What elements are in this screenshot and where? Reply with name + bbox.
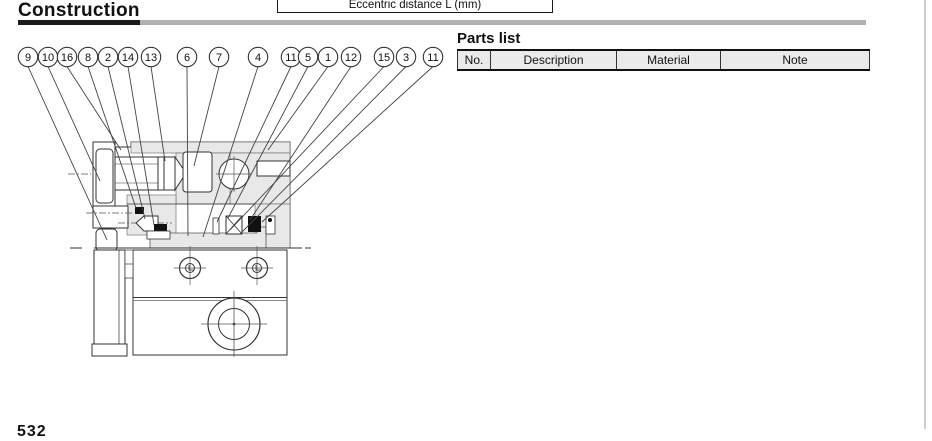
callout-circle-1 — [317, 46, 339, 68]
callout-14: 14 — [117, 46, 139, 68]
eccentric-distance-box: Eccentric distance L (mm) — [277, 0, 553, 13]
socket-screw-left — [174, 246, 206, 285]
callout-16: 16 — [56, 46, 78, 68]
heading-rule-black — [18, 20, 140, 25]
leader-line-1 — [267, 66, 329, 151]
callout-15: 15 — [373, 46, 395, 68]
bottom-view — [91, 246, 288, 357]
callout-1: 1 — [317, 46, 339, 68]
leader-line-10 — [47, 66, 101, 182]
callout-number-14: 14 — [122, 52, 134, 64]
eccentric-distance-label: Eccentric distance L (mm) — [348, 0, 482, 11]
callout-bubbles: 9 10 16 8 2 14 13 6 7 4 11 5 1 12 15 3 11 — [17, 46, 444, 68]
port-circle — [201, 291, 267, 357]
callout-circle-7 — [208, 46, 230, 68]
callout-circle-16 — [56, 46, 78, 68]
callout-8: 8 — [77, 46, 99, 68]
parts-table-header-row: No. Description Material Note — [457, 50, 870, 71]
callout-number-2: 2 — [105, 52, 111, 64]
callout-number-7: 7 — [216, 52, 222, 64]
callout-number-12: 12 — [345, 52, 357, 64]
leader-line-12 — [249, 66, 352, 221]
callout-circle-6 — [176, 46, 198, 68]
leader-line-15 — [229, 66, 385, 231]
callout-2: 2 — [97, 46, 119, 68]
leader-line-8 — [87, 66, 137, 209]
callout-4: 4 — [247, 46, 269, 68]
callout-circle-10 — [37, 46, 59, 68]
callout-circle-2 — [97, 46, 119, 68]
callout-11: 11 — [422, 46, 444, 68]
callout-number-4: 4 — [255, 52, 261, 64]
callout-circle-13 — [140, 46, 162, 68]
callout-6: 6 — [176, 46, 198, 68]
leader-line-5 — [227, 66, 309, 219]
callout-number-3: 3 — [403, 52, 409, 64]
page-title: Construction — [18, 0, 140, 21]
parts-list-section: Parts list No. Description Material Note — [457, 30, 870, 71]
cross-section-view — [68, 141, 311, 252]
callout-circle-9 — [17, 46, 39, 68]
callout-circle-11 — [422, 46, 444, 68]
page-number: 532 — [17, 423, 47, 440]
callout-circle-14 — [117, 46, 139, 68]
page-edge-line — [924, 0, 926, 429]
callout-circle-5 — [297, 46, 319, 68]
callout-7: 7 — [208, 46, 230, 68]
leader-line-11 — [216, 66, 292, 223]
callout-number-10: 10 — [42, 52, 54, 64]
leader-lines — [27, 66, 434, 241]
callout-number-11: 11 — [427, 52, 438, 64]
callout-number-1: 1 — [325, 52, 331, 64]
col-header-note: Note — [720, 50, 870, 71]
callout-number-16: 16 — [61, 52, 73, 64]
leader-line-11 — [261, 66, 434, 223]
leader-line-7 — [193, 66, 220, 167]
callout-circle-3 — [395, 46, 417, 68]
callout-circle-15 — [373, 46, 395, 68]
col-header-material: Material — [616, 50, 721, 71]
callout-number-6: 6 — [184, 52, 190, 64]
callout-circle-12 — [340, 46, 362, 68]
leader-line-14 — [127, 66, 155, 226]
callout-circle-8 — [77, 46, 99, 68]
col-header-description: Description — [490, 50, 617, 71]
socket-screw-right — [241, 246, 273, 285]
leader-line-2 — [107, 66, 146, 220]
leader-line-16 — [66, 66, 122, 151]
parts-table: No. Description Material Note — [457, 49, 870, 71]
callout-number-5: 5 — [305, 52, 311, 64]
leader-line-3 — [239, 66, 407, 235]
callout-number-8: 8 — [85, 52, 91, 64]
callout-11: 11 — [280, 46, 302, 68]
leader-line-4 — [202, 66, 259, 238]
callout-number-9: 9 — [25, 52, 31, 64]
callout-12: 12 — [340, 46, 362, 68]
callout-10: 10 — [37, 46, 59, 68]
callout-number-11: 11 — [285, 52, 296, 64]
callout-9: 9 — [17, 46, 39, 68]
callout-number-15: 15 — [378, 52, 390, 64]
callout-circle-11 — [280, 46, 302, 68]
parts-list-title: Parts list — [457, 30, 521, 47]
leader-line-13 — [150, 66, 166, 162]
leader-line-6 — [186, 66, 189, 237]
leader-line-9 — [27, 66, 108, 241]
callout-number-13: 13 — [145, 52, 157, 64]
callout-3: 3 — [395, 46, 417, 68]
callout-13: 13 — [140, 46, 162, 68]
col-header-no: No. — [457, 50, 491, 71]
callout-5: 5 — [297, 46, 319, 68]
callout-circle-4 — [247, 46, 269, 68]
heading-rule-gray — [140, 20, 866, 25]
